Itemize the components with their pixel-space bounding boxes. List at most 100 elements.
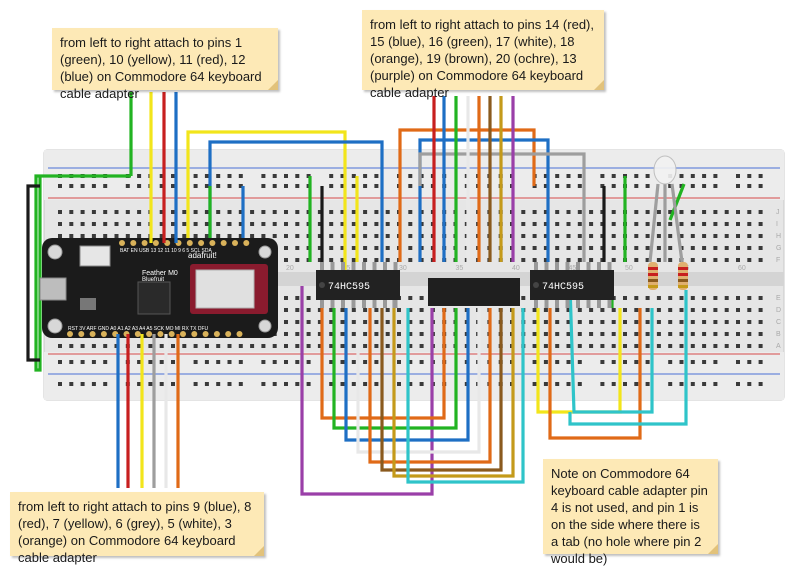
rail-hole xyxy=(159,382,164,386)
rail-hole xyxy=(702,360,707,364)
breadboard-hole xyxy=(408,344,413,348)
rail-hole xyxy=(747,174,752,178)
note-bottom-right: Note on Commodore 64 keyboard cable adap… xyxy=(543,459,718,566)
header-pin xyxy=(146,331,153,337)
rail-hole xyxy=(566,382,571,386)
breadboard-hole xyxy=(724,222,729,226)
chip-left-leg xyxy=(320,300,324,308)
header-pin xyxy=(220,240,227,246)
breadboard-hole xyxy=(623,320,627,324)
rail-hole xyxy=(80,382,85,386)
breadboard-hole xyxy=(295,344,300,348)
mount-hole-icon xyxy=(258,319,272,333)
wire-blue xyxy=(418,138,550,262)
rail-hole xyxy=(543,382,548,386)
breadboard-hole xyxy=(317,222,322,226)
breadboard-hole xyxy=(532,320,537,324)
breadboard-hole xyxy=(91,210,96,214)
breadboard-hole xyxy=(408,222,413,226)
bluetooth-shield xyxy=(195,269,255,309)
wire-grey xyxy=(670,183,684,263)
chip-left-label: 74HC595 xyxy=(328,282,370,293)
header-pin xyxy=(243,240,250,246)
board-bottom-pin-labels: RST 3V ARF GND A0 A1 A2 A3 A4 A5 SCK MO … xyxy=(68,326,209,332)
rail-hole xyxy=(543,360,548,364)
breadboard-hole xyxy=(374,320,379,324)
breadboard-hole xyxy=(668,234,673,238)
breadboard-hole xyxy=(261,210,266,214)
breadboard-hole xyxy=(600,320,605,324)
breadboard-hole xyxy=(159,344,164,348)
rail-hole xyxy=(306,382,311,386)
rail-hole xyxy=(329,174,334,178)
breadboard-hole xyxy=(747,234,752,238)
board-name-line1: Feather M0 xyxy=(142,270,178,277)
rail-hole xyxy=(577,174,582,178)
breadboard-hole xyxy=(397,332,401,336)
breadboard-hole xyxy=(284,344,288,348)
rail-hole xyxy=(713,174,718,178)
mount-hole-icon xyxy=(258,245,272,259)
breadboard-hole xyxy=(713,332,718,336)
rail-hole xyxy=(668,184,673,188)
chip-notch-icon xyxy=(319,282,325,288)
breadboard-hole xyxy=(747,210,752,214)
breadboard-hole xyxy=(555,246,560,250)
breadboard-hole xyxy=(736,246,740,250)
breadboard-hole xyxy=(374,246,379,250)
reset-button xyxy=(80,298,96,310)
breadboard-hole xyxy=(736,332,740,336)
rail-hole xyxy=(397,382,401,386)
breadboard-hole xyxy=(363,246,368,250)
breadboard-hole xyxy=(736,296,740,300)
rail-hole xyxy=(566,174,571,178)
breadboard-hole xyxy=(385,320,390,324)
breadboard-hole xyxy=(272,210,277,214)
wire-orange xyxy=(548,308,642,440)
breadboard-hole xyxy=(408,308,413,312)
chip-left-leg xyxy=(362,262,366,270)
breadboard-hole xyxy=(216,222,221,226)
header-pin xyxy=(202,331,209,337)
breadboard-hole xyxy=(668,332,673,336)
header-pin xyxy=(232,240,238,246)
breadboard-hole xyxy=(758,344,763,348)
rail-hole xyxy=(159,174,164,178)
breadboard-hole xyxy=(351,222,356,226)
breadboard-hole xyxy=(713,308,718,312)
breadboard-hole xyxy=(159,210,164,214)
wire-green xyxy=(668,183,686,221)
breadboard-hole xyxy=(408,320,413,324)
wire-green xyxy=(34,174,131,372)
rail-hole xyxy=(329,382,334,386)
breadboard-hole xyxy=(227,210,232,214)
rail-hole xyxy=(351,174,356,178)
breadboard-hole xyxy=(284,332,288,336)
rail-hole xyxy=(69,184,74,188)
header-pin xyxy=(100,331,107,337)
rail-hole xyxy=(261,174,266,178)
rail-hole xyxy=(58,382,62,386)
breadboard-hole xyxy=(690,246,695,250)
chip-right-body xyxy=(530,270,614,300)
breadboard-hole xyxy=(408,210,413,214)
breadboard-hole xyxy=(374,344,379,348)
rail-hole xyxy=(600,382,605,386)
chip-right-leg xyxy=(607,262,612,270)
breadboard-hole xyxy=(702,296,707,300)
breadboard-hole xyxy=(58,222,62,226)
breadboard-hole xyxy=(566,344,571,348)
breadboard-hole xyxy=(397,320,401,324)
breadboard-hole xyxy=(317,308,322,312)
breadboard-hole xyxy=(702,222,707,226)
breadboard-hole xyxy=(317,246,322,250)
breadboard-hole xyxy=(555,332,560,336)
rail-hole xyxy=(284,174,288,178)
breadboard-hole xyxy=(408,234,413,238)
column-number: 35 xyxy=(456,265,464,272)
breadboard-hole xyxy=(724,308,729,312)
breadboard-hole xyxy=(204,222,209,226)
breadboard-hole xyxy=(374,222,379,226)
breadboard-hole xyxy=(351,246,356,250)
chip-right-label: 74HC595 xyxy=(542,282,584,293)
